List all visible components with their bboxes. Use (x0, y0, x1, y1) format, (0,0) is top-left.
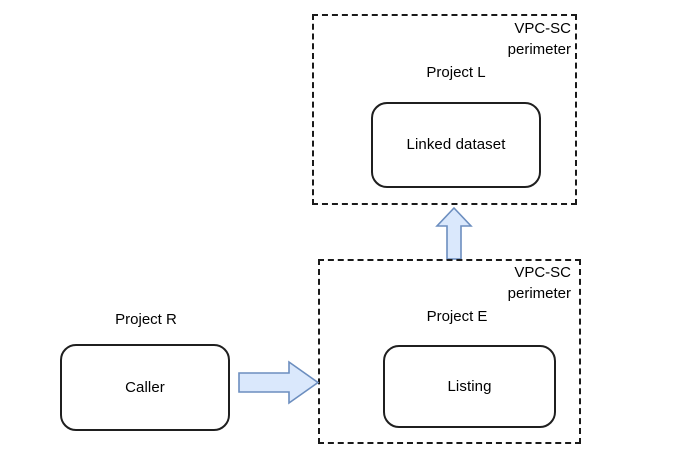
arrow-up-listing-to-linked-dataset (435, 206, 473, 260)
arrow-up-shape (435, 206, 473, 260)
perimeter-label-project-e-line1: VPC-SC (514, 264, 571, 281)
arrow-right-shape (238, 360, 320, 405)
arrow-right-caller-to-listing (238, 360, 320, 405)
vpc-sc-perimeter-project-e (318, 259, 581, 444)
perimeter-label-project-l-line2: perimeter (507, 41, 571, 58)
project-label-project-e: Project E (426, 308, 488, 325)
vpc-sc-perimeter-project-l (312, 14, 577, 205)
node-linked-dataset-label: Linked dataset (406, 136, 506, 153)
node-caller[interactable]: Caller (60, 344, 230, 431)
project-label-project-l: Project L (426, 64, 486, 81)
node-listing[interactable]: Listing (383, 345, 556, 428)
project-label-project-r: Project R (115, 311, 177, 328)
node-caller-label: Caller (125, 378, 165, 396)
node-listing-label: Listing (447, 377, 492, 395)
perimeter-label-project-e-line2: perimeter (507, 285, 571, 302)
perimeter-label-project-l-line1: VPC-SC (514, 20, 571, 37)
node-linked-dataset[interactable]: Linked dataset (371, 102, 541, 188)
